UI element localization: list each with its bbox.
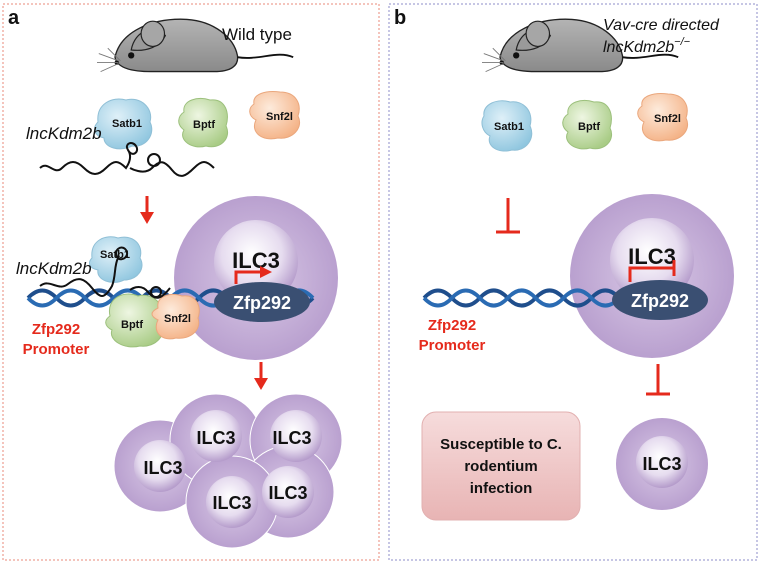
panel-a-expanded-ilc3-3: ILC3 [272,428,311,448]
panel-a-promoter-line1: Zfp292 [32,321,80,338]
panel-a-activation-arrow-icon [234,266,272,284]
panel-a-lncrna-bound-loop [150,286,162,298]
panel-a-bptf-bound-label: Bptf [121,319,143,331]
panel-a-bptf-shape [178,98,228,148]
panel-b-outcome-line3: infection [470,480,533,497]
panel-b-ilc3-label: ILC3 [628,244,676,269]
panel-a-lncrna-label: lncKdm2b [26,124,102,143]
panel-b-repression-icon [628,260,676,282]
panel-a-arrow-down-1 [140,196,154,224]
panel-a-label: a [8,7,20,29]
panel-a-snf2l-label: Snf2l [266,111,293,123]
panel-a-promoter-line2: Promoter [23,341,90,358]
panel-a-snf2l-shape [249,91,300,140]
panel-a-satb1-shape [94,98,153,150]
panel-b-zfp292-nucleus [612,280,708,320]
panel-b-satb1-shape [481,100,533,152]
panel-a-expanded-ilc3-5: ILC3 [212,493,251,513]
panel-b-outcome-box [421,411,581,521]
panel-a-satb1-bound-shape [89,236,143,283]
panel-b-label: b [394,7,406,29]
panel-b-snf2l-shape [637,93,688,142]
panel-a-expanded-ilc3-2: ILC3 [196,428,235,448]
panel-a-satb1-bound-label: Satb1 [100,249,130,261]
panel-b-zfp292-label: Zfp292 [631,291,689,311]
panel-b-border [388,3,758,561]
panel-a-lncrna-strand [39,142,215,177]
panel-b-mouse-caption-line1: Vav-cre directed [603,17,720,34]
panel-a-expanded-ilc3-cluster [113,393,343,549]
panel-a-satb1-label: Satb1 [112,118,142,130]
panel-b-caption-superscript: −/− [674,36,690,48]
panel-a-lncrna-bound-strand [39,246,171,299]
panel-a-expanded-ilc3-4: ILC3 [268,483,307,503]
panel-b-reduced-ilc3-inner [636,436,688,488]
panel-b-satb1-label: Satb1 [494,121,524,133]
panel-a-zfp292-label: Zfp292 [233,293,291,313]
panel-b-reduced-ilc3-label: ILC3 [642,454,681,474]
panel-a-bptf-label: Bptf [193,119,215,131]
panel-b-outcome-line1: Susceptible to C. [440,436,562,453]
panel-a-ilc3-label: ILC3 [232,248,280,273]
panel-a-border [2,3,380,561]
panel-b-promoter-line1: Zfp292 [428,317,476,334]
panel-b-snf2l-label: Snf2l [654,113,681,125]
panel-b-mouse-caption-line2: lncKdm2b−/− [603,36,691,56]
panel-b-bptf-label: Bptf [578,121,600,133]
panel-a-zfp292-nucleus [214,282,310,322]
panel-a-expanded-ilc3-1: ILC3 [143,458,182,478]
panel-a-snf2l-bound-shape [151,294,200,340]
panel-b-caption-gene: lncKdm2b [603,39,674,56]
panel-a-snf2l-bound-label: Snf2l [164,313,191,325]
panel-a-arrow-down-2 [254,362,268,390]
panel-b-bptf-shape [562,100,612,150]
panel-b-inhibition-icon-2 [646,364,670,396]
panel-b-promoter-line2: Promoter [419,337,486,354]
panel-a-lncrna-loop [147,153,161,167]
panel-b-outcome-line2: rodentium [464,458,537,475]
panel-b-inhibition-icon [496,198,520,234]
panel-a-bptf-bound-shape [105,293,164,348]
panel-a-lncrna-bound-label: lncKdm2b [16,259,92,278]
panel-a-mouse-caption: Wild type [222,25,292,44]
